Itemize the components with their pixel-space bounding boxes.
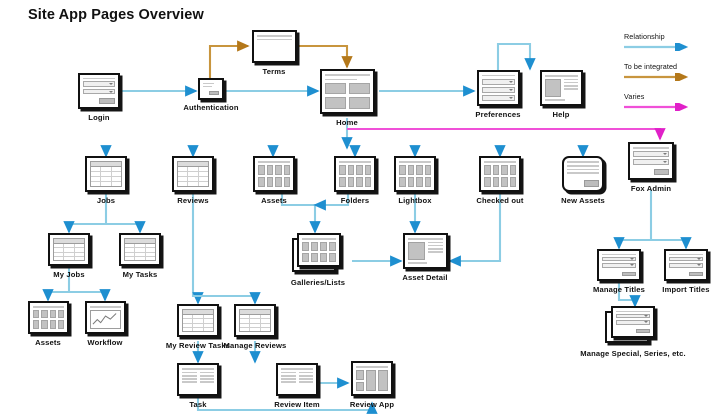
legend-item-to-be-integrated: To be integrated bbox=[624, 62, 677, 71]
legend-swatch-relationship bbox=[624, 43, 689, 51]
node-label: Import Titles bbox=[662, 285, 710, 294]
node-label: Folders bbox=[340, 196, 370, 205]
node-label: Help bbox=[552, 110, 570, 119]
node-label: Home bbox=[336, 118, 358, 127]
node-label: Authentication bbox=[183, 103, 239, 112]
node-label: Review Item bbox=[274, 400, 320, 409]
node-label: Preferences bbox=[475, 110, 521, 119]
node-label: Manage Titles bbox=[592, 285, 646, 294]
node-label: My Jobs bbox=[53, 270, 85, 279]
node-label: Asset Detail bbox=[402, 273, 448, 282]
node-label: Assets bbox=[261, 196, 287, 205]
legend: Relationship To be integrated Varies bbox=[624, 32, 720, 122]
node-label: Assets bbox=[35, 338, 61, 347]
legend-swatch-to-be-integrated bbox=[624, 73, 689, 81]
node-label: Checked out bbox=[476, 196, 524, 205]
legend-label: Relationship bbox=[624, 32, 665, 41]
node-label: My Tasks bbox=[122, 270, 158, 279]
node-label: Manage Reviews bbox=[223, 341, 287, 350]
node-label: Task bbox=[189, 400, 207, 409]
node-label: Jobs bbox=[96, 196, 116, 205]
node-label: Login bbox=[88, 113, 110, 122]
workflow-sparkline-icon bbox=[92, 312, 117, 325]
node-label: Terms bbox=[262, 67, 286, 76]
legend-item-varies: Varies bbox=[624, 92, 644, 101]
legend-label: To be integrated bbox=[624, 62, 678, 71]
node-label: Lightbox bbox=[398, 196, 432, 205]
legend-label: Varies bbox=[624, 92, 645, 101]
node-label: Fox Admin bbox=[630, 184, 672, 193]
node-label: Manage Special, Series, etc. bbox=[580, 349, 686, 358]
node-label: Workflow bbox=[87, 338, 123, 347]
node-label: New Assets bbox=[561, 196, 605, 205]
page-title: Site App Pages Overview bbox=[28, 7, 204, 23]
node-label: Galleries/Lists bbox=[290, 278, 346, 287]
node-label: Reviews bbox=[177, 196, 209, 205]
node-label: My Review Tasks bbox=[165, 341, 231, 350]
legend-item-relationship: Relationship bbox=[624, 32, 665, 41]
node-label: Review App bbox=[349, 400, 395, 409]
legend-swatch-varies bbox=[624, 103, 689, 111]
